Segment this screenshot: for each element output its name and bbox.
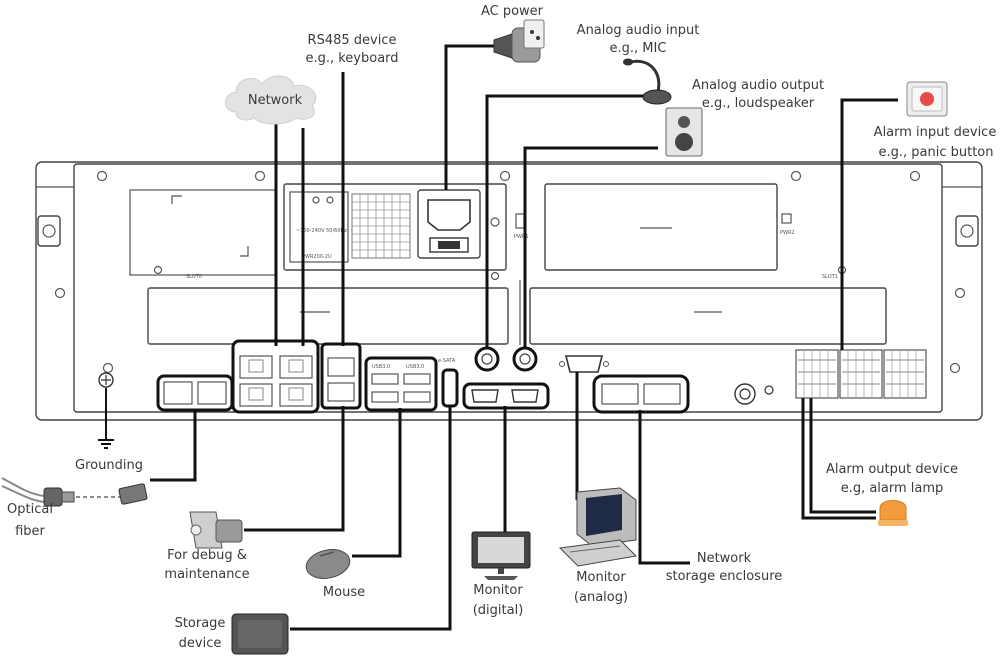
wire-storage <box>290 406 452 631</box>
esata-port[interactable] <box>441 368 459 408</box>
label-nse-line2: storage enclosure <box>666 569 783 584</box>
debug-port[interactable] <box>327 382 355 402</box>
usb-label-a: USB3.0 <box>372 364 390 370</box>
storage-device-icon <box>231 613 289 655</box>
ac-plug-icon <box>493 19 545 63</box>
label-alarm-in-line1: Alarm input device <box>874 125 997 140</box>
expansion-slot-1 <box>529 287 887 345</box>
wire-optical <box>150 410 197 482</box>
wire-nse <box>638 410 690 565</box>
label-optical-line1: Optical <box>7 502 53 517</box>
slot1-label: SLOT1 <box>822 274 838 280</box>
wire-mouse <box>352 408 402 558</box>
monitor-digital-icon <box>471 531 531 580</box>
label-rs485-line2: e.g., keyboard <box>305 51 398 66</box>
ethernet-ports[interactable] <box>239 355 313 407</box>
expansion-slot-0 <box>147 287 509 345</box>
panic-button-icon <box>906 81 948 117</box>
vga-port[interactable] <box>564 355 604 373</box>
pwr2-label: PWR2 <box>780 230 795 236</box>
nse-ports-highlight <box>592 374 690 414</box>
wire-audio-output <box>485 94 648 348</box>
nse-port-1[interactable] <box>601 383 639 405</box>
optical-fiber-icon <box>1 477 148 507</box>
label-rs485-line1: RS485 device <box>308 33 397 48</box>
serial-connector-icon <box>189 511 243 549</box>
label-audio-out-line2: e.g., loudspeaker <box>702 96 815 111</box>
network-cloud-icon <box>225 75 317 125</box>
rs485-port[interactable] <box>327 357 355 377</box>
label-alarm-out-line1: Alarm output device <box>826 462 958 477</box>
label-alarm-in-line2: e.g., panic button <box>878 145 993 160</box>
nse-port-2[interactable] <box>643 383 681 405</box>
sfp-port-2[interactable] <box>197 381 227 405</box>
psu-rating-text: ~100-240V 50/60Hz <box>296 228 347 234</box>
esata-label: e-SATA <box>438 358 456 364</box>
connection-wires <box>98 44 898 631</box>
label-monitor-digital-line1: Monitor <box>473 583 523 598</box>
label-storage-line1: Storage <box>175 616 226 631</box>
usb-ports[interactable] <box>371 373 431 403</box>
slot0-label: SLOT0 <box>186 274 202 280</box>
label-grounding: Grounding <box>75 458 143 473</box>
hdmi-port-1[interactable] <box>471 389 499 403</box>
sfp-ports-highlight <box>156 374 234 412</box>
label-mouse: Mouse <box>323 585 365 600</box>
ethernet-ports-highlight <box>231 339 320 414</box>
label-network: Network <box>248 93 303 108</box>
label-ac-power: AC power <box>481 4 544 19</box>
power-supply-module-2: PWR1 PWR2 <box>514 183 795 271</box>
label-monitor-analog-line1: Monitor <box>576 570 626 585</box>
vent-grille <box>351 193 411 259</box>
microphone-icon <box>623 58 672 105</box>
wire-alarm-input <box>840 98 898 350</box>
wire-debug <box>244 406 345 532</box>
usb-label-b: USB3.0 <box>406 364 424 370</box>
ground-symbol <box>98 439 114 449</box>
label-debug-line2: maintenance <box>164 567 249 582</box>
label-monitor-digital-line2: (digital) <box>473 603 524 618</box>
label-monitor-analog-line2: (analog) <box>574 590 628 605</box>
mouse-icon <box>305 549 351 579</box>
label-nse-line1: Network <box>697 551 752 566</box>
label-optical-line2: fiber <box>15 524 45 539</box>
nvr-rear-panel: ~100-240V 50/60Hz PWR200-2U PWR1 PWR2 <box>35 161 983 421</box>
wire-ac-power <box>444 44 494 190</box>
alarm-terminal-blocks[interactable] <box>795 349 927 399</box>
wire-audio-input <box>523 146 658 348</box>
label-debug-line1: For debug & <box>167 548 247 563</box>
power-supply-module: ~100-240V 50/60Hz PWR200-2U <box>283 183 507 281</box>
loudspeaker-icon <box>665 107 703 157</box>
label-audio-in-line1: Analog audio input <box>577 23 700 38</box>
label-storage-line2: device <box>179 636 222 651</box>
labels: AC power RS485 device e.g., keyboard Net… <box>7 4 996 651</box>
monitor-analog-icon <box>558 487 638 567</box>
pwr1-label: PWR1 <box>514 234 529 240</box>
sfp-port-1[interactable] <box>163 381 193 405</box>
psu-model-text: PWR200-2U <box>302 254 332 260</box>
wire-alarm-output <box>801 398 876 520</box>
alarm-lamp-icon <box>878 500 908 526</box>
label-audio-out-line1: Analog audio output <box>692 78 824 93</box>
wire-alarm-output-2 <box>809 398 876 514</box>
label-alarm-out-line2: e.g, alarm lamp <box>841 481 944 496</box>
label-audio-in-line2: e.g., MIC <box>610 41 667 56</box>
reset-button[interactable] <box>764 385 774 395</box>
hdmi-port-2[interactable] <box>511 389 539 403</box>
